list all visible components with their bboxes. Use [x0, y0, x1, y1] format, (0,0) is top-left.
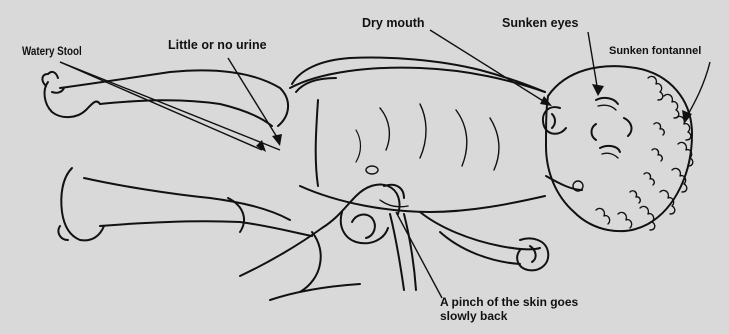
lower-leg: [84, 178, 290, 220]
pointer-dry-mouth: [430, 30, 548, 104]
pointer-sunken-fontannel: [686, 62, 710, 118]
pointer-lines: [60, 30, 710, 298]
eye-left: [596, 98, 618, 104]
nose: [624, 118, 631, 136]
label-little-or-no-urine: Little or no urine: [168, 38, 267, 52]
eye-right: [600, 146, 620, 152]
lower-foot: [61, 168, 104, 240]
label-skin-pinch-line1: A pinch of the skin goes: [440, 296, 578, 310]
pointer-sunken-eyes: [588, 32, 598, 92]
lower-hand: [517, 239, 548, 271]
arrowhead-urine: [272, 134, 282, 146]
label-skin-pinch-line2: slowly back: [440, 310, 578, 324]
arrowhead-dry-mouth: [540, 96, 552, 106]
pointer-little-urine: [228, 58, 280, 142]
label-sunken-fontannel: Sunken fontannel: [609, 45, 701, 58]
upper-leg: [60, 70, 288, 126]
label-skin-pinch: A pinch of the skin goes slowly back: [440, 296, 578, 324]
lower-arm: [420, 212, 540, 249]
label-sunken-eyes: Sunken eyes: [502, 16, 578, 30]
label-dry-mouth: Dry mouth: [362, 16, 425, 30]
label-watery-stool: Watery Stool: [22, 45, 82, 59]
mouth: [592, 124, 597, 140]
torso-outline: [290, 68, 545, 92]
arrowheads: [256, 84, 692, 152]
arrowhead-sunken-eyes: [592, 84, 604, 96]
